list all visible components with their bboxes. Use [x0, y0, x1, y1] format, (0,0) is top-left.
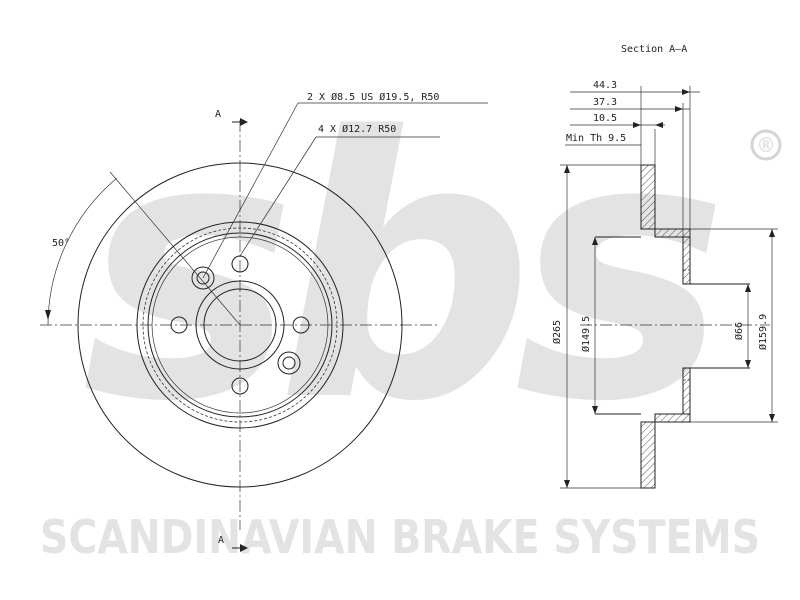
- dim-hat-diameter: Ø149.5: [580, 316, 592, 352]
- watermark-logo: sbs: [82, 61, 716, 480]
- hat-face-upper: [682, 236, 691, 285]
- hat-wall-upper: [641, 228, 691, 238]
- hat-ring-dashed: [142, 227, 338, 423]
- countersunk-hole-1: [196, 271, 210, 285]
- disc-outer-edge: [77, 162, 403, 488]
- angle-label: 50°: [52, 238, 70, 249]
- hat-outer-ring: [136, 221, 344, 429]
- dim-44-3: 44.3: [593, 80, 617, 91]
- countersunk-hole-2-outer: [277, 351, 301, 375]
- front-view: 50° 2 X Ø8.5 US Ø19.5, R50 4 X Ø12.7 R50…: [40, 91, 488, 552]
- bolt-hole-bottom: [231, 377, 249, 395]
- angle-arc: [47, 177, 118, 326]
- registered-mark-text: ®: [756, 133, 776, 157]
- hat-face-lower: [682, 367, 691, 415]
- countersunk-hole-1-outer: [191, 266, 215, 290]
- hat-ring-thin: [151, 236, 329, 414]
- dim-bore-diameter: Ø66: [733, 322, 745, 340]
- callout-holes-2: 4 X Ø12.7 R50: [318, 123, 396, 135]
- dim-10-5: 10.5: [593, 113, 617, 124]
- registered-mark: ®: [750, 129, 782, 161]
- section-title: Section A–A: [621, 44, 687, 55]
- dim-outer-diameter: Ø265: [551, 320, 563, 344]
- dim-min-thickness: Min Th 9.5: [566, 133, 626, 144]
- friction-ring-lower: [640, 421, 656, 489]
- dim-hub-diameter: Ø159.9: [757, 314, 769, 350]
- section-view: Section A–A 44.3 37.3 10.5: [551, 44, 778, 489]
- callout-leader-2: [239, 136, 317, 257]
- section-marker-top: A: [215, 109, 221, 120]
- hat-wall-lower: [641, 413, 691, 423]
- center-bore-outer: [195, 280, 285, 370]
- friction-ring-upper: [640, 164, 656, 230]
- callout-leader-1: [202, 102, 299, 279]
- countersunk-hole-2: [282, 356, 296, 370]
- section-marker-bottom: A: [218, 535, 224, 546]
- bolt-hole-right: [292, 316, 310, 334]
- bolt-hole-left: [170, 316, 188, 334]
- angle-ray: [109, 171, 241, 326]
- hat-inner-ring: [147, 232, 333, 418]
- watermark-company: SCANDINAVIAN BRAKE SYSTEMS: [40, 510, 760, 564]
- dim-37-3: 37.3: [593, 97, 617, 108]
- callout-holes-1: 2 X Ø8.5 US Ø19.5, R50: [307, 91, 439, 103]
- center-bore: [203, 288, 277, 362]
